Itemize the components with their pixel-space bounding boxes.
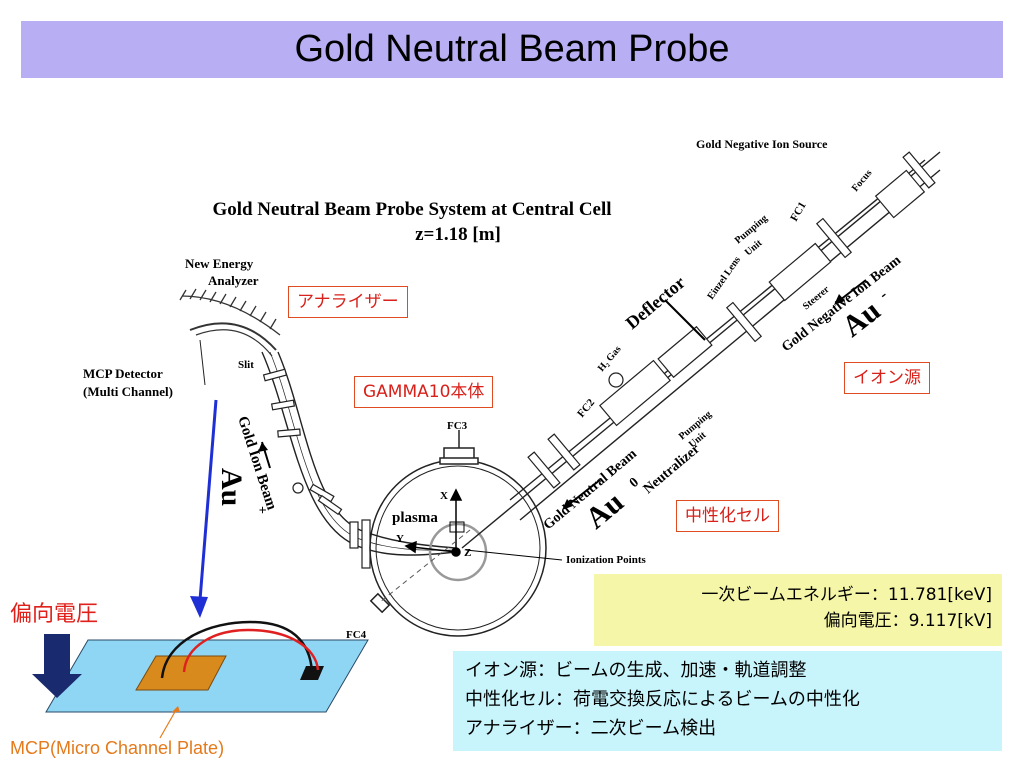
au-plus-sup: + xyxy=(254,506,269,514)
summary-ion-source: イオン源：ビームの生成、加速・軌道調整 xyxy=(465,660,807,681)
mcp-detector-label-1: MCP Detector xyxy=(83,366,163,381)
axis-x-label: X xyxy=(440,490,448,502)
callout-gamma10: GAMMA10本体 xyxy=(354,376,494,408)
mcp-detector-pointer xyxy=(199,339,206,386)
bias-voltage-label: 偏向電圧 xyxy=(10,602,99,627)
new-energy-analyzer-label-2: Analyzer xyxy=(208,273,259,288)
summary-box: イオン源：ビームの生成、加速・軌道調整 中性化セル：荷電交換反応によるビームの中… xyxy=(453,651,1002,751)
fc3-label: FC3 xyxy=(447,420,468,432)
focus-label: Focus xyxy=(850,168,875,194)
fc1-label: FC1 xyxy=(788,200,808,223)
negative-beam-arrow xyxy=(839,279,867,301)
callout-analyzer: アナライザー xyxy=(288,286,408,318)
pumping-unit-upper-label-1: Pumping xyxy=(733,213,770,246)
ion-beam-flanges xyxy=(262,368,371,569)
neutral-beam-components xyxy=(527,151,936,489)
mcp-gold-pad xyxy=(135,655,227,691)
mcp-wire-red xyxy=(182,628,320,673)
mcp-caption: MCP(Micro Channel Plate) xyxy=(10,738,225,758)
slit-label: Slit xyxy=(238,359,254,371)
summary-analyzer: アナライザー：二次ビーム検出 xyxy=(465,718,717,739)
einzel-lens-label: Einzel Lens xyxy=(705,255,743,302)
neutral-beam-arrowhead xyxy=(562,499,573,510)
coordinate-axes xyxy=(404,488,465,557)
fc2-label: FC2 xyxy=(575,396,597,420)
ionization-points-label: Ionization Points xyxy=(566,554,646,566)
param-primary-energy: 一次ビームエネルギー：11.781[keV] xyxy=(701,585,992,605)
system-title-line2: z=1.18 [m] xyxy=(415,224,501,245)
au-minus-sup: - xyxy=(876,286,891,303)
deflector-label: Deflector xyxy=(622,272,689,333)
ion-beam-arrowhead xyxy=(258,442,268,452)
beam-parameters-box: 一次ビームエネルギー：11.781[keV] 偏向電圧：9.117[kV] xyxy=(594,574,1002,646)
callout-ion-source: イオン源 xyxy=(844,362,930,394)
system-title-line1: Gold Neutral Beam Probe System at Centra… xyxy=(212,199,611,220)
mcp-detector-label-2: (Multi Channel) xyxy=(83,384,173,399)
deflector-pointer xyxy=(664,299,706,341)
title-bar: Gold Neutral Beam Probe xyxy=(21,21,1003,78)
new-energy-analyzer-label-1: New Energy xyxy=(185,256,254,271)
energy-analyzer-shape xyxy=(179,288,281,357)
gold-negative-ion-source-label: Gold Negative Ion Source xyxy=(696,137,828,151)
axis-y-label: Y xyxy=(396,533,404,545)
ionization-pointer xyxy=(465,549,563,561)
callout-neutralizer-cell: 中性化セル xyxy=(676,500,779,532)
neutral-beam-arrow xyxy=(567,479,601,506)
bias-arrow xyxy=(32,634,82,698)
h2-gas-label: H₂ Gas xyxy=(596,344,624,374)
gamma10-vessel xyxy=(369,430,547,637)
page-title: Gold Neutral Beam Probe xyxy=(294,28,730,70)
plasma-label: plasma xyxy=(392,510,438,526)
ion-beam-line xyxy=(261,351,456,556)
mcp-caption-pointer-head xyxy=(172,706,180,712)
blue-arrow-head xyxy=(190,596,208,618)
param-bias-voltage: 偏向電圧：9.117[kV] xyxy=(823,611,992,631)
ion-trajectory-dashed xyxy=(379,529,471,603)
axis-z-label: Z xyxy=(464,547,471,559)
blue-arrow-line xyxy=(198,399,218,601)
fc4-label: FC4 xyxy=(346,629,367,641)
au-plus-label: Au xyxy=(215,468,248,506)
au-zero-sup: 0 xyxy=(627,475,642,491)
summary-neutralizer-cell: 中性化セル：荷電交換反応によるビームの中性化 xyxy=(465,689,860,710)
negative-beam-arrowhead xyxy=(834,294,845,305)
mcp-caption-pointer xyxy=(159,709,177,739)
